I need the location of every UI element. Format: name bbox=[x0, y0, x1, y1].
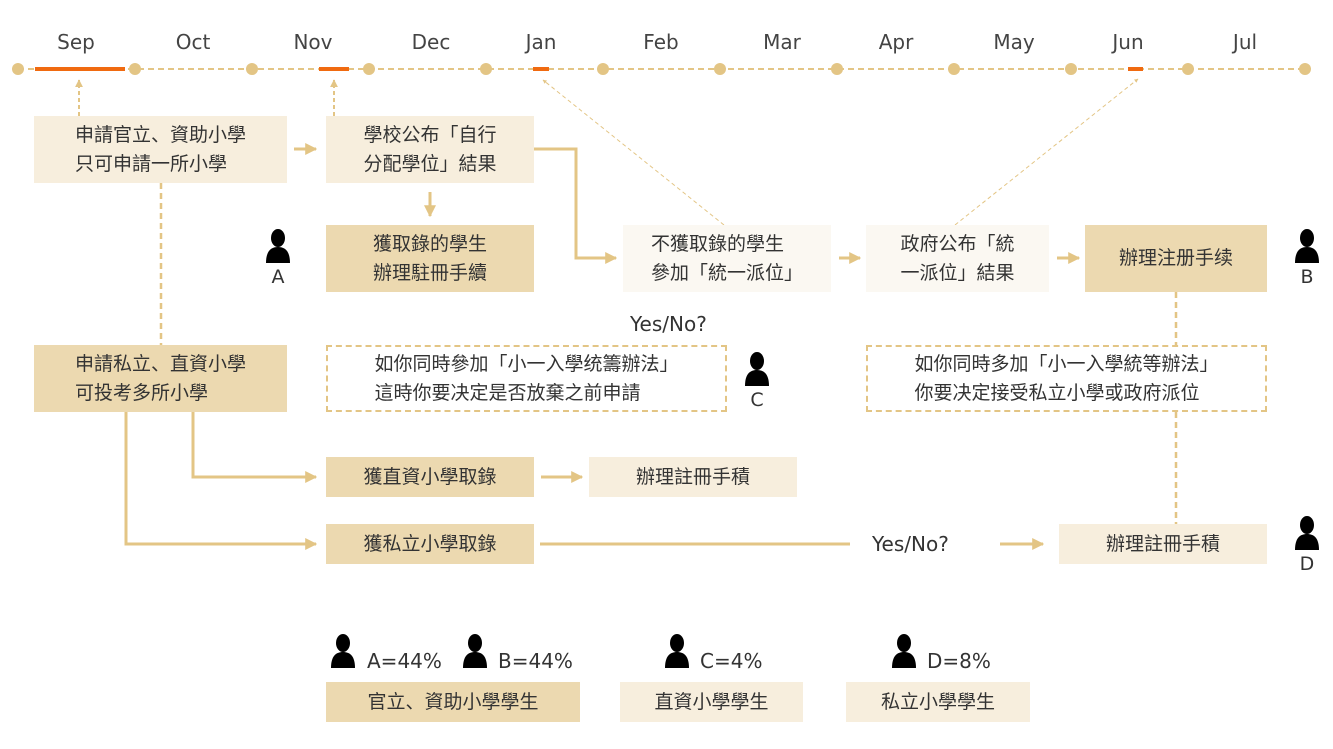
month-label: Jul bbox=[1232, 30, 1258, 54]
timeline-dot bbox=[12, 63, 24, 75]
timeline-dot bbox=[129, 63, 141, 75]
timeline-dot bbox=[363, 63, 375, 75]
person-label-a: A bbox=[271, 266, 285, 288]
apply-gov-aided-box: 申請官立、資助小學 只可申請一所小學 bbox=[34, 116, 287, 183]
legend-c: C=4% bbox=[700, 649, 763, 673]
person-icon bbox=[1294, 229, 1320, 263]
person-icon bbox=[744, 352, 770, 386]
gov-allocation-result-box: 政府公布「統 一派位」結果 bbox=[866, 225, 1049, 292]
legend-private-students: 私立小學學生 bbox=[846, 682, 1030, 722]
person-icon bbox=[462, 634, 488, 668]
month-label: Dec bbox=[411, 30, 451, 54]
timeline-dot bbox=[831, 63, 843, 75]
legend-gov-students: 官立、資助小學學生 bbox=[326, 682, 580, 722]
legend-dss-students: 直資小學學生 bbox=[620, 682, 803, 722]
legend-d: D=8% bbox=[927, 649, 991, 673]
month-label: Apr bbox=[878, 30, 914, 54]
school-allocation-result-box: 學校公布「自行 分配學位」結果 bbox=[326, 116, 534, 183]
timeline-dot bbox=[246, 63, 258, 75]
month-label: Jan bbox=[525, 30, 557, 54]
person-icon bbox=[1294, 516, 1320, 550]
yes-no-label: Yes/No? bbox=[630, 312, 707, 336]
month-label: Jun bbox=[1112, 30, 1144, 54]
person-icon bbox=[330, 634, 356, 668]
timeline-dot bbox=[1299, 63, 1311, 75]
dss-register-box: 辦理註冊手積 bbox=[589, 457, 797, 497]
month-label: Mar bbox=[763, 30, 801, 54]
person-label-c: C bbox=[750, 389, 764, 411]
timeline-dot bbox=[597, 63, 609, 75]
private-admit-box: 獲私立小學取錄 bbox=[326, 524, 534, 564]
dss-admit-box: 獲直資小學取錄 bbox=[326, 457, 534, 497]
month-label: Oct bbox=[175, 30, 211, 54]
timeline-axis bbox=[12, 63, 1311, 75]
month-label: Sep bbox=[57, 30, 95, 54]
timeline-dot bbox=[480, 63, 492, 75]
note-b-box: 如你同時多加「小一入學統等辦法」 你要决定接受私立小學或政府派位 bbox=[866, 345, 1267, 412]
legend-b: B=44% bbox=[498, 649, 573, 673]
timeline-dot bbox=[714, 63, 726, 75]
timeline-dot bbox=[1065, 63, 1077, 75]
month-label: Nov bbox=[293, 30, 333, 54]
person-icon bbox=[891, 634, 917, 668]
yes-no-label: Yes/No? bbox=[872, 532, 949, 556]
person-icon bbox=[664, 634, 690, 668]
admitted-register-box: 獲取錄的學生 辦理駐冊手續 bbox=[326, 225, 534, 292]
legend-a: A=44% bbox=[367, 649, 442, 673]
timeline-dot bbox=[1182, 63, 1194, 75]
timeline-dot bbox=[948, 63, 960, 75]
private-register-box: 辦理註冊手積 bbox=[1059, 524, 1267, 564]
month-label: May bbox=[993, 30, 1035, 54]
person-icon bbox=[265, 229, 291, 263]
person-label-b: B bbox=[1300, 266, 1314, 288]
register-b-box: 辦理注册手续 bbox=[1085, 225, 1267, 292]
person-label-d: D bbox=[1299, 553, 1315, 575]
not-admitted-box: 不獲取錄的學生 參加「統一派位」 bbox=[623, 225, 831, 292]
apply-private-dss-box: 申請私立、直資小學 可投考多所小學 bbox=[34, 345, 287, 412]
note-c-box: 如你同時參加「小一入學统籌辦法」 這時你要决定是否放棄之前申請 bbox=[326, 345, 727, 412]
month-label: Feb bbox=[643, 30, 679, 54]
